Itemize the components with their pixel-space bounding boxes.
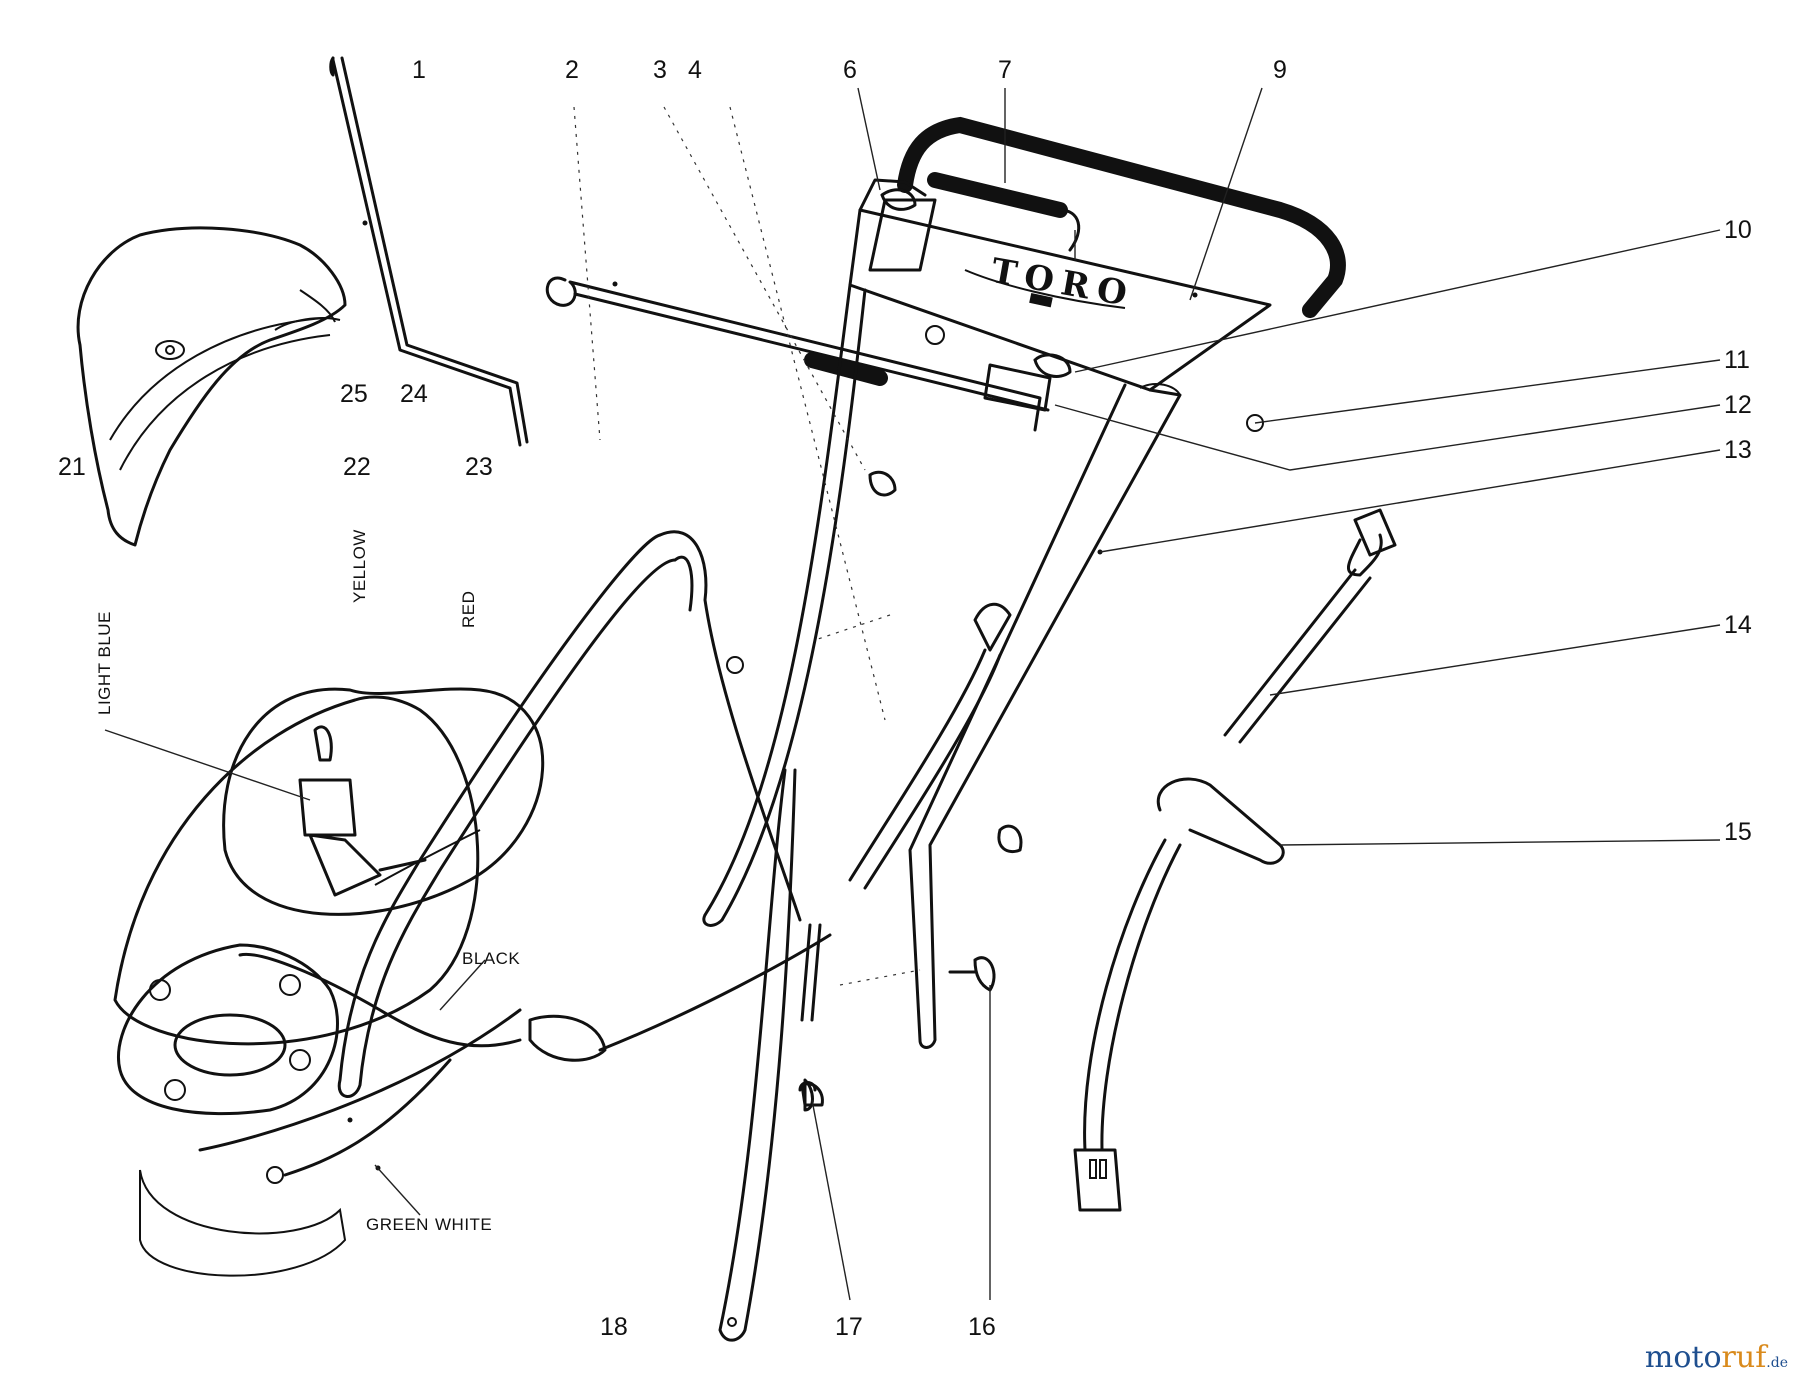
control-rod <box>329 56 529 447</box>
callout-17: 17 <box>835 1313 863 1341</box>
callout-14: 14 <box>1724 611 1752 639</box>
throttle-rod <box>545 276 1050 432</box>
callout-24: 24 <box>400 380 428 408</box>
chute-deflector <box>76 226 347 547</box>
callout-13: 13 <box>1724 436 1752 464</box>
callout-22: 22 <box>343 453 371 481</box>
callout-12: 12 <box>1724 391 1752 419</box>
callout-9: 9 <box>1273 56 1287 84</box>
handle-assembly: TORO <box>702 116 1346 1049</box>
callout-3: 3 <box>653 56 667 84</box>
wire-label-red: RED <box>459 591 478 628</box>
wire-label-yellow: YELLOW <box>350 529 369 603</box>
leader-lines <box>104 87 1721 1301</box>
callout-15: 15 <box>1724 818 1752 846</box>
callout-18: 18 <box>600 1313 628 1341</box>
lower-handle <box>337 530 822 1342</box>
wire-label-green: GREEN <box>366 1215 429 1234</box>
motor-wiring <box>113 687 832 1277</box>
callout-6: 6 <box>843 56 857 84</box>
callout-2: 2 <box>565 56 579 84</box>
power-cord <box>800 508 1397 1212</box>
wire-label-light-blue: LIGHT BLUE <box>95 611 114 715</box>
wire-label-black: BLACK <box>462 949 520 968</box>
wire-label-white: WHITE <box>435 1215 492 1234</box>
watermark-tld: .de <box>1766 1355 1788 1371</box>
callout-11: 11 <box>1724 346 1750 374</box>
callout-25: 25 <box>340 380 368 408</box>
callout-10: 10 <box>1724 216 1752 244</box>
callout-4: 4 <box>688 56 702 84</box>
wire-labels: LIGHT BLUE YELLOW RED BLACK GREEN WHITE <box>95 529 520 1234</box>
watermark-main: moto <box>1644 1340 1722 1375</box>
watermark: motoruf.de <box>1645 1340 1788 1375</box>
callout-16: 16 <box>968 1313 996 1341</box>
watermark-accent: ruf <box>1721 1340 1767 1375</box>
callout-numbers: 1 2 3 4 6 7 9 10 11 12 13 14 15 16 17 18… <box>58 56 1752 1341</box>
callout-21: 21 <box>58 453 86 481</box>
callout-7: 7 <box>998 56 1012 84</box>
callout-1: 1 <box>412 56 426 84</box>
callout-23: 23 <box>465 453 493 481</box>
